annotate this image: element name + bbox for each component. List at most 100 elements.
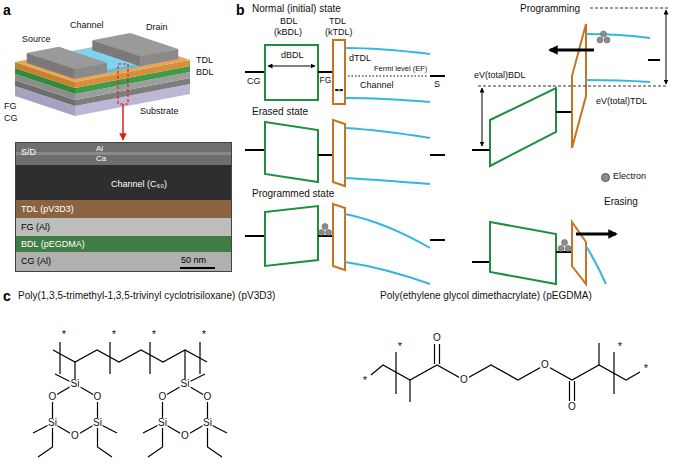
polymer-end-mark: *	[61, 329, 67, 340]
tem-image-panel: S/D AlCaChannel (C₆₀) TDL (pV3D3) FG (Al) BD…	[15, 142, 232, 272]
band-diagram-programmed	[345, 262, 430, 284]
device-illustration	[118, 64, 128, 104]
atom-label: O	[158, 392, 168, 402]
band-diagram-erasing	[472, 222, 616, 284]
voltage-label: eV(total)TDL	[596, 96, 647, 106]
atom-label: O	[432, 333, 442, 343]
part-label: Source	[22, 34, 51, 44]
band-diagram-erasing	[565, 246, 571, 252]
pv3d3-structure	[109, 342, 110, 374]
atom-label: O	[567, 402, 577, 412]
pv3d3-structure	[163, 384, 208, 436]
layer-label: Channel (C₆₀)	[111, 179, 167, 189]
polymer-name: Poly(1,3,5-trimethyl-1,3,5-trivinyl cycl…	[18, 290, 288, 302]
atom-label: Si	[92, 418, 103, 428]
atom-label: Si	[180, 379, 191, 389]
tem-image	[15, 218, 232, 236]
band-diagram-normal	[335, 90, 343, 91]
band-diagram-erasing	[572, 222, 586, 284]
band-diagram-programmed	[319, 230, 325, 236]
band-diagram-programmed	[326, 230, 332, 236]
panel-letter: b	[236, 2, 245, 18]
pv3d3-structure	[149, 342, 150, 374]
band-diagram-erased	[318, 154, 333, 156]
band-diagram-programmed	[345, 214, 430, 248]
tem-image	[15, 142, 232, 272]
atom-label: O	[70, 431, 80, 441]
band-diagram-programmed	[430, 239, 445, 241]
band-diagram-erasing	[472, 261, 490, 263]
band-diagram-erasing	[586, 246, 606, 284]
band-diagram-programming	[586, 34, 650, 38]
layer-label: Al	[96, 144, 103, 153]
device-illustration	[140, 49, 178, 66]
atom-label: Si	[70, 379, 81, 389]
pegdma-structure	[371, 343, 640, 402]
band-diagram-erasing	[562, 240, 568, 246]
layer-label: FG (Al)	[21, 222, 50, 232]
band-diagram-erased	[345, 128, 430, 138]
part-label: Channel	[70, 20, 104, 30]
band-diagram-programmed	[265, 206, 318, 266]
pv3d3-structure	[38, 423, 53, 457]
pegdma-structure	[598, 343, 599, 365]
band-diagram-erased	[245, 149, 265, 151]
band-diagram-programming	[482, 88, 483, 146]
panel-letter: a	[3, 2, 11, 18]
device-illustration	[75, 63, 107, 79]
pegdma-structure	[395, 352, 396, 394]
band-diagram-programming	[590, 8, 670, 9]
tem-image	[15, 165, 232, 200]
layer-label: TDL (pV3D3)	[21, 204, 74, 214]
part-label: TDL	[196, 55, 213, 65]
polymer-end-mark: *	[362, 375, 368, 386]
band-diagram-erased	[345, 178, 430, 184]
band-diagram-normal	[430, 75, 445, 77]
part-label: Substrate	[140, 106, 179, 116]
layer-label: Ca	[96, 154, 106, 163]
polymer-end-mark: *	[151, 329, 157, 340]
atom-label: O	[203, 392, 213, 402]
band-diagram-erasing	[558, 246, 564, 252]
tem-image	[15, 200, 232, 218]
electrode-label: Channel	[360, 80, 394, 90]
atom-label: Si	[202, 418, 213, 428]
atom-label: Si	[157, 418, 168, 428]
layer-label: BDL (pEGDMA)	[21, 239, 85, 249]
band-diagram-programming	[648, 59, 660, 61]
polymer-end-mark: *	[643, 363, 649, 374]
pv3d3-structure	[53, 384, 98, 436]
pv3d3-structure	[208, 423, 223, 457]
atom-label: Si	[47, 418, 58, 428]
layer-label: 50 nm	[181, 255, 206, 265]
band-diagram-programming	[478, 86, 668, 87]
band-diagram-programmed	[245, 235, 265, 237]
band-diagram-programming	[604, 37, 610, 43]
atom-label: O	[93, 392, 103, 402]
band-diagram-normal	[348, 76, 428, 77]
polymer-end-mark: *	[397, 341, 403, 352]
band-diagram-normal	[268, 66, 315, 67]
device-illustration	[15, 33, 190, 140]
atom-label: O	[459, 375, 469, 385]
part-label: BDL	[196, 67, 214, 77]
pv3d3-structure	[33, 342, 227, 457]
band-diagram-erasing	[576, 233, 616, 236]
layer-label: S/D	[21, 147, 36, 157]
legend-label: Electron	[613, 171, 646, 181]
electrode-label: S	[434, 79, 440, 89]
tem-image	[180, 267, 215, 269]
level-label: Fermi level (EF)	[374, 65, 427, 74]
band-diagram-programming	[490, 88, 556, 166]
layer-label: BDL	[280, 16, 298, 26]
band-diagram-erased	[430, 154, 445, 156]
band-diagram-programming	[550, 49, 594, 52]
band-diagram-programming	[472, 149, 490, 151]
state-title: Programmed state	[252, 188, 334, 200]
atom-label: O	[180, 431, 190, 441]
dielectric-constant: (kTDL)	[325, 27, 353, 37]
pegdma-structure	[574, 381, 575, 401]
band-diagram-normal	[245, 40, 445, 104]
band-diagram-programmed	[245, 204, 445, 284]
polymer-end-mark: *	[617, 341, 623, 352]
